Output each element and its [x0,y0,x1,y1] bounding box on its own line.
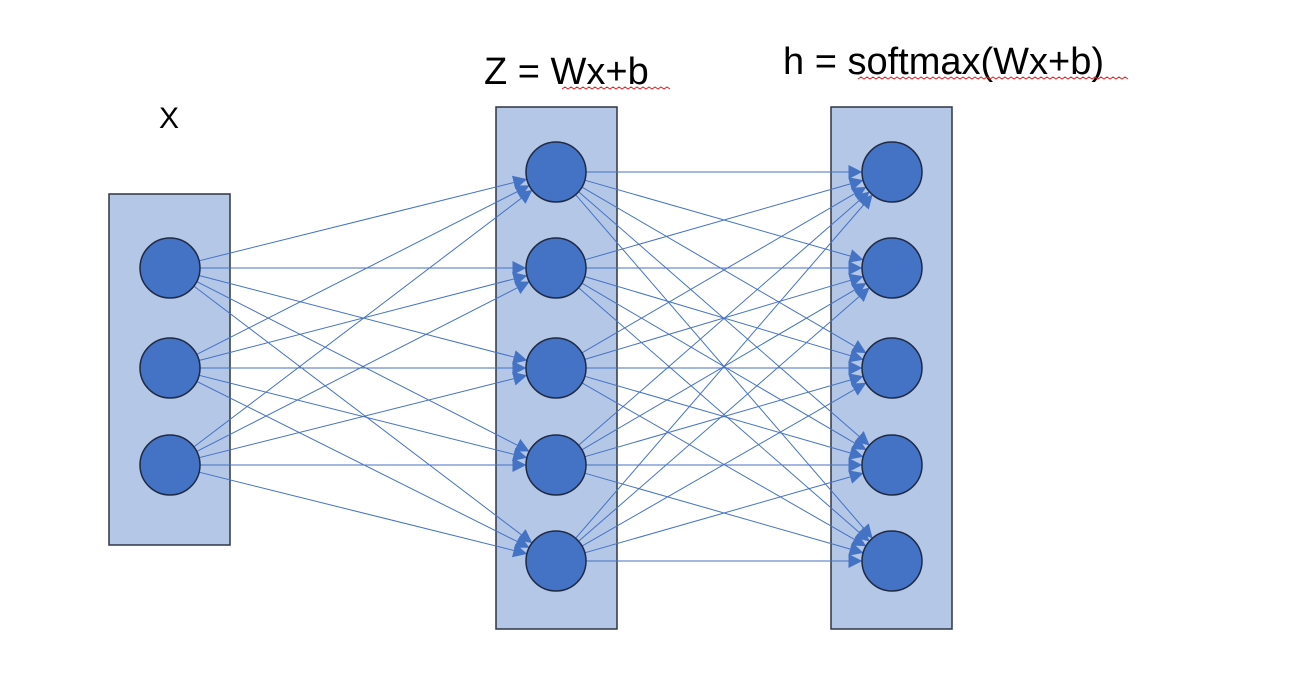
edge-input-2-to-hidden-1 [196,185,530,355]
spellcheck-underline-wx [561,86,671,90]
hidden-node-4 [525,434,587,496]
output-node-4 [861,434,923,496]
hidden-node-2 [525,237,587,299]
edge-input-2-to-hidden-5 [196,380,530,548]
edge-hidden-2-to-output-5 [578,287,870,542]
connections-group [193,165,873,568]
nodes-group [139,141,923,592]
output-node-1 [861,141,923,203]
hidden-node-3 [525,337,587,399]
output-node-2 [861,237,923,299]
edge-input-1-to-hidden-5 [193,285,533,544]
edge-hidden-5-to-output-4 [584,470,864,554]
output-node-5 [861,530,923,592]
edge-input-3-to-hidden-3 [198,371,528,459]
edge-hidden-3-to-output-1 [581,186,867,354]
hidden-layer-label: Z = Wx+b [484,51,649,93]
edge-input-1-to-hidden-1 [198,175,528,262]
hidden-node-1 [525,141,587,203]
edge-hidden-5-to-output-3 [581,382,867,547]
edge-hidden-3-to-output-2 [584,273,864,360]
output-layer-label: h = softmax(Wx+b) [783,41,1104,83]
edge-input-2-to-hidden-2 [198,272,528,361]
edge-hidden-2-to-output-1 [584,177,864,261]
edge-hidden-5-to-output-2 [578,287,870,542]
edge-hidden-4-to-output-1 [578,191,870,446]
input-node-3 [139,434,201,496]
input-node-1 [139,237,201,299]
edge-hidden-5-to-output-1 [575,194,873,539]
edge-hidden-4-to-output-3 [584,373,864,458]
output-node-3 [861,337,923,399]
edge-input-3-to-hidden-5 [198,471,528,558]
spellcheck-underline-softmax [857,76,1129,80]
edge-input-3-to-hidden-2 [196,281,530,452]
input-layer-label: X [159,102,179,135]
edge-input-3-to-hidden-1 [193,189,533,448]
hidden-node-5 [525,530,587,592]
input-node-2 [139,337,201,399]
